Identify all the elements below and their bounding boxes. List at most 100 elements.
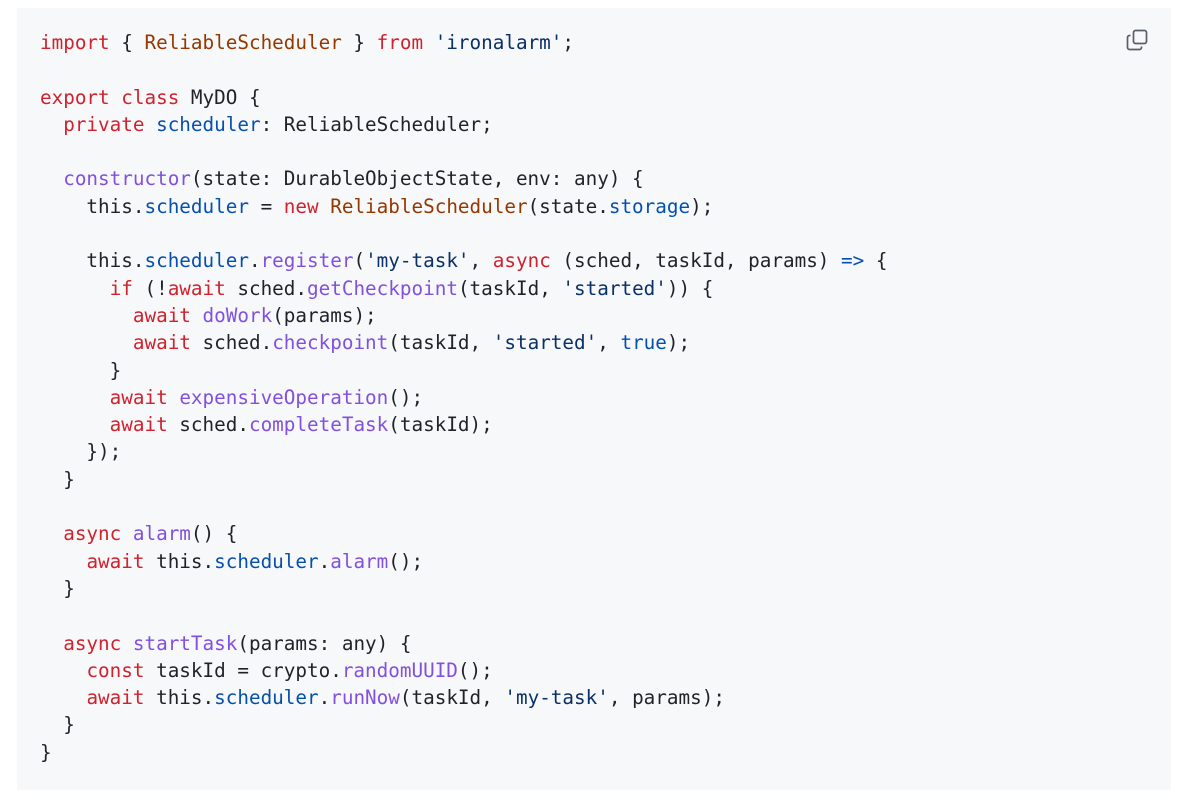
code-line: export class MyDO {	[40, 84, 887, 111]
keyword-token: await	[109, 413, 168, 437]
code-token: MyDO {	[179, 85, 261, 109]
code-line	[40, 602, 887, 629]
class-name-token: ReliableScheduler	[330, 194, 528, 218]
keyword-token: await	[132, 303, 191, 327]
function-token: completeTask	[248, 413, 389, 437]
function-token: randomUUID	[341, 658, 458, 682]
code-token: }	[40, 740, 52, 764]
code-token: .	[318, 686, 331, 710]
code-token	[423, 31, 435, 54]
code-token	[40, 413, 110, 436]
code-token: (params);	[272, 303, 377, 327]
code-token: }	[40, 713, 75, 737]
code-token	[40, 550, 86, 573]
copy-icon	[1126, 29, 1148, 51]
function-token: alarm	[132, 522, 191, 546]
code-line: await sched.checkpoint(taskId, 'started'…	[40, 329, 887, 356]
keyword-token: await	[109, 385, 168, 409]
string-token: 'ironalarm'	[434, 31, 563, 54]
code-token: {	[109, 31, 145, 54]
code-token: });	[40, 440, 122, 464]
copy-button[interactable]	[1123, 26, 1151, 54]
code-token	[40, 659, 86, 682]
code-token	[40, 113, 63, 136]
code-block: import { ReliableScheduler } from 'irona…	[17, 8, 1171, 790]
code-line: }	[40, 466, 887, 493]
keyword-token: private	[63, 112, 145, 136]
code-token: {	[864, 249, 888, 273]
code-token: (!	[132, 276, 168, 300]
code-line: async alarm() {	[40, 520, 887, 547]
code-token: (	[353, 249, 366, 273]
code-body[interactable]: import { ReliableScheduler } from 'irona…	[40, 29, 887, 766]
function-token: getCheckpoint	[307, 276, 458, 300]
code-token: (taskId,	[399, 686, 505, 710]
property-token: scheduler	[214, 549, 319, 573]
code-line: }	[40, 575, 887, 602]
code-token: (taskId);	[388, 413, 493, 437]
code-line: }	[40, 739, 887, 766]
code-token: );	[666, 331, 691, 355]
code-token: ();	[388, 549, 424, 573]
function-token: constructor	[63, 167, 191, 191]
keyword-token: import	[40, 31, 110, 54]
keyword-token: new	[283, 194, 319, 218]
keyword-token: await	[167, 276, 226, 300]
code-token: }	[341, 31, 377, 54]
code-token: sched.	[190, 331, 273, 355]
code-token: .	[248, 249, 261, 273]
code-token: (state.	[527, 194, 609, 218]
string-token: 'my-task'	[504, 686, 609, 710]
code-token: ,	[597, 331, 621, 355]
code-token	[40, 632, 63, 655]
code-line	[40, 56, 887, 83]
code-token	[191, 304, 203, 327]
property-token: scheduler	[156, 112, 261, 136]
code-token: taskId = crypto.	[144, 658, 342, 682]
code-line	[40, 220, 887, 247]
code-line: this.scheduler.register('my-task', async…	[40, 247, 887, 274]
property-token: true	[620, 331, 667, 355]
code-token	[40, 386, 110, 409]
keyword-token: if	[109, 276, 133, 300]
code-token: }	[40, 576, 75, 600]
keyword-token: export	[40, 85, 110, 109]
code-token: , params);	[608, 686, 725, 710]
code-token	[40, 167, 63, 190]
code-token	[121, 522, 133, 545]
code-token: this.	[40, 249, 145, 273]
code-token: sched.	[167, 413, 249, 437]
keyword-token: const	[86, 658, 145, 682]
code-token	[40, 522, 63, 545]
code-line: }	[40, 357, 887, 384]
keyword-token: async	[63, 522, 122, 546]
code-token: sched.	[225, 276, 308, 300]
function-token: runNow	[330, 686, 400, 710]
keyword-token: class	[121, 85, 180, 109]
code-token: : ReliableScheduler;	[260, 112, 493, 136]
code-token: (sched, taskId, params)	[550, 249, 842, 273]
code-token: (taskId,	[388, 331, 493, 355]
code-token: .	[318, 549, 331, 573]
code-line: await sched.completeTask(taskId);	[40, 411, 887, 438]
code-token: ,	[469, 249, 493, 273]
keyword-token: await	[86, 686, 145, 710]
code-token: (state: DurableObjectState, env: any) {	[190, 167, 644, 191]
keyword-token: async	[63, 631, 122, 655]
property-token: scheduler	[144, 249, 249, 273]
function-token: alarm	[330, 549, 389, 573]
code-line: const taskId = crypto.randomUUID();	[40, 657, 887, 684]
keyword-token: await	[132, 331, 191, 355]
code-token: );	[690, 194, 714, 218]
function-token: checkpoint	[272, 331, 389, 355]
code-line: await doWork(params);	[40, 302, 887, 329]
code-token	[121, 632, 133, 655]
code-line: this.scheduler = new ReliableScheduler(s…	[40, 193, 887, 220]
property-token: =>	[841, 249, 865, 273]
code-token: =	[248, 194, 284, 218]
code-token	[110, 86, 122, 109]
code-token	[40, 331, 133, 354]
code-token: }	[40, 467, 75, 491]
code-token	[40, 304, 133, 327]
code-token	[168, 386, 180, 409]
